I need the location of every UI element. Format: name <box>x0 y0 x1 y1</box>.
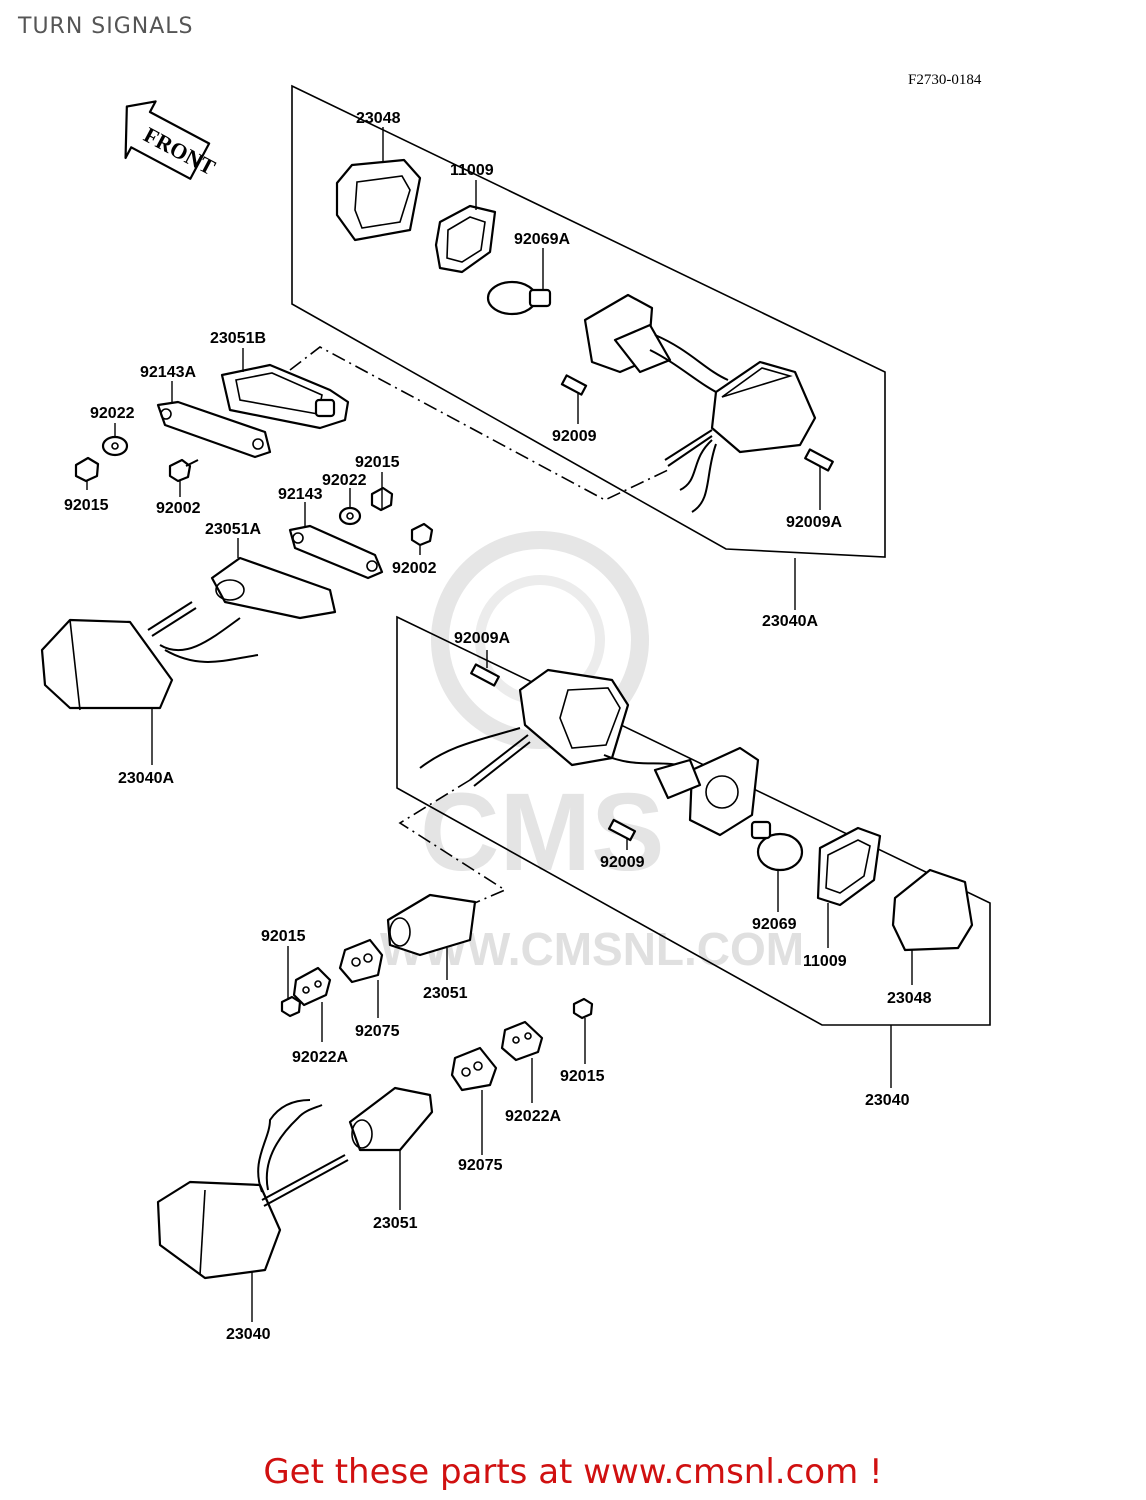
callout-92069: 92069 <box>752 916 797 933</box>
plate-92022A-right <box>500 1020 544 1062</box>
callout-92009A-lower: 92009A <box>454 630 510 647</box>
callout-92009A-upper: 92009A <box>786 514 842 531</box>
bulb-92069A <box>486 280 552 316</box>
grommet-23051-lower <box>348 1086 434 1152</box>
nut-92015-lower-left <box>280 995 302 1018</box>
callout-23040-right: 23040 <box>865 1092 910 1109</box>
callout-23051B: 23051B <box>210 330 266 347</box>
callout-23048-lower: 23048 <box>887 990 932 1007</box>
bolt-92002-mid <box>410 522 434 547</box>
bulb-92069 <box>750 820 804 872</box>
callout-92022A-right: 92022A <box>505 1108 561 1125</box>
callout-92002-left: 92002 <box>156 500 201 517</box>
callout-23040A-right: 23040A <box>762 613 818 630</box>
lens-23048-lower <box>891 868 974 952</box>
spacer-92075-lower <box>450 1046 498 1092</box>
turn-signal-23040-right <box>419 668 691 787</box>
washer-92022-left <box>101 435 129 457</box>
turn-signal-23040A-right <box>664 360 817 513</box>
cmsnl-shop-link[interactable]: Get these parts at www.cmsnl.com ! <box>263 1452 883 1492</box>
nut-92015-left <box>74 456 100 483</box>
callout-92143A: 92143A <box>140 364 196 381</box>
washer-92022-mid <box>338 506 362 526</box>
screw-92009-lower <box>607 818 637 842</box>
callout-23040A-left: 23040A <box>118 770 174 787</box>
assembly-boundary-upper <box>291 84 886 558</box>
guide-line-upper <box>289 346 669 501</box>
turn-signal-23040A-left <box>40 601 259 711</box>
callout-23040-bottom: 23040 <box>226 1326 271 1343</box>
grommet-23051-mid <box>386 893 477 957</box>
callout-92015-left: 92015 <box>64 497 109 514</box>
screw-92009A-upper <box>804 448 834 472</box>
spacer-92075-mid <box>338 938 384 984</box>
bracket-92143 <box>288 524 384 580</box>
callout-23051-mid: 23051 <box>423 985 468 1002</box>
callout-92022A-left: 92022A <box>292 1049 348 1066</box>
bolt-92002-left <box>168 458 199 483</box>
assembly-boundary-lower <box>396 615 991 1026</box>
bracket-92143A <box>156 400 272 459</box>
callout-11009-lower: 11009 <box>803 953 847 970</box>
callout-92015-lower-right: 92015 <box>560 1068 605 1085</box>
turn-signal-23040-bottom <box>156 1099 349 1280</box>
socket-housing-upper <box>583 293 729 396</box>
gasket-11009-upper <box>434 204 497 274</box>
mount-23051A <box>210 556 337 620</box>
page-title: TURN SIGNALS <box>18 14 194 39</box>
callout-92015-lower-left: 92015 <box>261 928 306 945</box>
front-arrow-icon: FRONT <box>124 100 220 180</box>
callout-23051-lower: 23051 <box>373 1215 418 1232</box>
callout-92009-lower: 92009 <box>600 854 645 871</box>
mount-23051B <box>220 363 350 430</box>
callout-92015-mid: 92015 <box>355 454 400 471</box>
callout-92075-lower: 92075 <box>458 1157 503 1174</box>
screw-92009-upper <box>560 374 588 396</box>
callout-92009-upper: 92009 <box>552 428 597 445</box>
leader-lines <box>86 127 913 1322</box>
screw-92009A-lower <box>470 663 500 687</box>
figure-code: F2730-0184 <box>908 72 982 88</box>
callout-23048-upper: 23048 <box>356 110 401 127</box>
exploded-parts-diagram: CMS WWW.CMSNL.COM FRONT <box>40 84 991 1343</box>
callout-92075-mid: 92075 <box>355 1023 400 1040</box>
gasket-11009-lower <box>816 826 882 907</box>
socket-housing-lower <box>653 746 760 837</box>
callout-92022-mid: 92022 <box>322 472 367 489</box>
lens-23048-upper <box>335 158 422 242</box>
plate-92022A-left <box>292 966 332 1007</box>
callout-92022-left: 92022 <box>90 405 135 422</box>
callout-92069A: 92069A <box>514 231 570 248</box>
nut-92015-lower-right <box>572 997 594 1020</box>
callout-92002-mid: 92002 <box>392 560 437 577</box>
callout-11009-upper: 11009 <box>450 162 494 179</box>
callout-23051A: 23051A <box>205 521 261 538</box>
callout-92143: 92143 <box>278 486 323 503</box>
